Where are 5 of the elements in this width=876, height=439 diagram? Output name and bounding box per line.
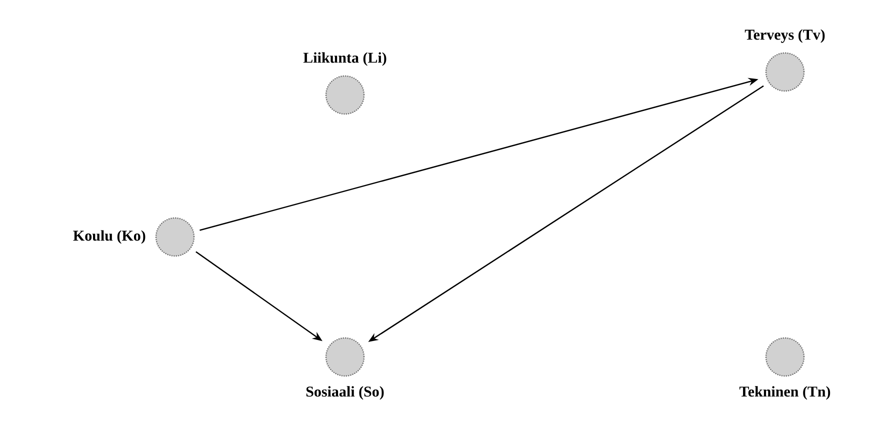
- node-label: Liikunta (Li): [303, 52, 386, 66]
- node-label: Tekninen (Tn): [739, 386, 830, 400]
- node-label: Sosiaali (So): [306, 386, 384, 400]
- node-label: Koulu (Ko): [73, 230, 146, 244]
- node-label: Terveys (Tv): [744, 29, 825, 43]
